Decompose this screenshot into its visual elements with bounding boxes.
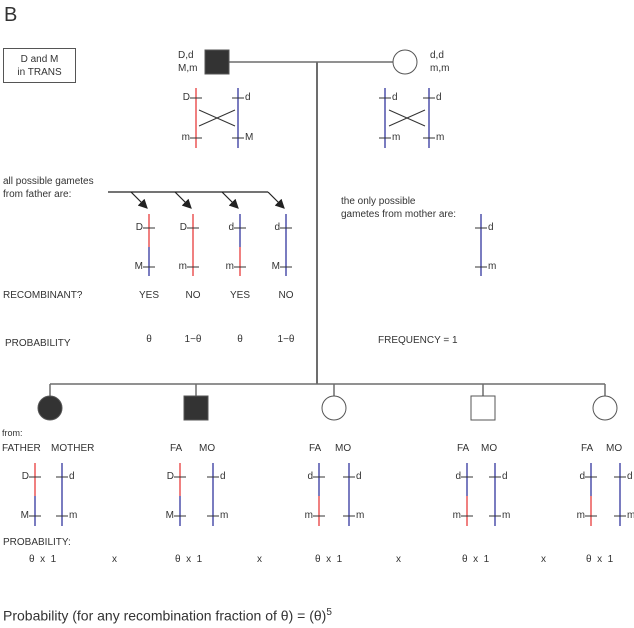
child-1-fa-label: FATHER: [2, 443, 41, 454]
father-chromosome-2-label-top: d: [245, 92, 251, 103]
mother-gametes-caption-2: gametes from mother are:: [341, 209, 457, 220]
child-1-father-chromosome-label-bottom: M: [20, 510, 29, 521]
gamete-probability-1: θ: [146, 334, 152, 345]
gamete-probability-4: 1−θ: [277, 334, 295, 345]
child-4-square-symbol: [470, 395, 496, 421]
child-4-mo-label: MO: [481, 443, 498, 454]
father-gametes-caption-2: from father are:: [3, 189, 72, 200]
child-4-father-chromosome-label-bottom: m: [452, 510, 461, 521]
child-1-mother-chromosome-label-top: d: [69, 471, 75, 482]
gamete-probability-3: θ: [237, 334, 243, 345]
phase-box: D and M in TRANS: [3, 48, 76, 83]
child-2-father-chromosome-label-top: D: [166, 471, 174, 482]
child-5-mo-label: MO: [606, 443, 623, 454]
child-3-probability: θ x 1: [315, 554, 343, 565]
father-gamete-3-label-top: d: [228, 222, 234, 233]
child-2-mother-chromosome-label-top: d: [220, 471, 226, 482]
child-3-mother-chromosome-label-top: d: [356, 471, 362, 482]
child-5-fa-label: FA: [581, 443, 594, 454]
child-4-probability: θ x 1: [462, 554, 490, 565]
father-gamete-2-label-bottom: m: [178, 261, 187, 272]
child-4-father-chromosome-label-top: d: [455, 471, 461, 482]
child-1-mo-label: MOTHER: [51, 443, 95, 454]
father-gamete-1-label-top: D: [135, 222, 143, 233]
father-genotype-line2: M,m: [178, 63, 198, 74]
child-3-father-chromosome-label-top: d: [307, 471, 313, 482]
mother-chromosome-1-label-top: d: [392, 92, 398, 103]
child-3-fa-label: FA: [309, 443, 322, 454]
frequency-label: FREQUENCY = 1: [378, 335, 458, 346]
mother-gametes-caption-1: the only possible: [341, 196, 416, 207]
father-crossover-line-2: [198, 109, 236, 127]
child-3-mother-chromosome-label-bottom: m: [356, 510, 365, 521]
child-1-probability: θ x 1: [29, 554, 57, 565]
gamete-arrow-4: [267, 191, 285, 209]
children-from-label: from:: [2, 428, 23, 438]
gamete-recombinant-2: NO: [185, 290, 201, 301]
gamete-recombinant-3: YES: [229, 290, 250, 301]
child-5-circle-symbol: [592, 395, 618, 421]
phase-box-line2: in TRANS: [17, 67, 62, 78]
child-2-fa-label: FA: [170, 443, 183, 454]
child-1-multiply-sign: x: [112, 554, 117, 565]
final-formula-text: Probability (for any recombination fract…: [3, 607, 327, 624]
mother-genotype-line1: d,d: [430, 50, 444, 61]
gamete-arrow-3: [221, 191, 239, 209]
panel-label: B: [4, 4, 18, 26]
father-gamete-2-label-top: D: [179, 222, 187, 233]
child-5-father-chromosome-label-bottom: m: [576, 510, 585, 521]
children-probability-label: PROBABILITY:: [3, 537, 71, 548]
mother-gamete-label-bottom: m: [488, 261, 497, 272]
child-2-mo-label: MO: [199, 443, 216, 454]
phase-box-line1: D and M: [20, 54, 59, 65]
father-chromosome-2-label-bottom: M: [245, 132, 254, 143]
child-4-mother-chromosome-label-bottom: m: [502, 510, 511, 521]
final-formula-exponent: 5: [326, 607, 332, 618]
child-3-mo-label: MO: [335, 443, 352, 454]
child-5-father-chromosome-label-top: d: [579, 471, 585, 482]
child-5-mother-chromosome-label-bottom: m: [627, 510, 634, 521]
father-gamete-4-label-top: d: [274, 222, 280, 233]
child-1-father-chromosome-label-top: D: [21, 471, 29, 482]
gamete-arrow-2: [174, 191, 192, 209]
father-gamete-1-label-bottom: M: [134, 261, 143, 272]
gamete-recombinant-1: YES: [138, 290, 159, 301]
mother-chromosome-1-label-bottom: m: [392, 132, 401, 143]
father-gamete-4-label-bottom: M: [271, 261, 280, 272]
mother-chromosome-2-label-bottom: m: [436, 132, 445, 143]
father-chromosome-1-label-top: D: [182, 92, 190, 103]
mother-genotype-line2: m,m: [430, 63, 450, 74]
gamete-recombinant-4: NO: [278, 290, 294, 301]
child-2-father-chromosome-label-bottom: M: [165, 510, 174, 521]
gamete-arrow-1: [130, 191, 148, 209]
mother-gamete-label-top: d: [488, 222, 494, 233]
father-chromosome-1-label-bottom: m: [181, 132, 190, 143]
gamete-probability-2: 1−θ: [184, 334, 202, 345]
child-2-mother-chromosome-label-bottom: m: [220, 510, 229, 521]
recombinant-row-label: RECOMBINANT?: [3, 290, 83, 301]
child-1-circle-symbol: [37, 395, 63, 421]
child-2-probability: θ x 1: [175, 554, 203, 565]
mother-crossover-line-2: [388, 109, 426, 127]
child-3-father-chromosome-label-bottom: m: [304, 510, 313, 521]
father-square-symbol: [204, 49, 230, 75]
mother-circle-symbol: [392, 49, 418, 75]
child-5-probability: θ x 1: [586, 554, 614, 565]
father-genotype-line1: D,d: [178, 50, 194, 61]
child-2-multiply-sign: x: [257, 554, 262, 565]
child-4-fa-label: FA: [457, 443, 470, 454]
child-3-circle-symbol: [321, 395, 347, 421]
child-2-square-symbol: [183, 395, 209, 421]
probability-row-label: PROBABILITY: [5, 338, 71, 349]
child-1-mother-chromosome-label-bottom: m: [69, 510, 78, 521]
child-3-multiply-sign: x: [396, 554, 401, 565]
final-formula: Probability (for any recombination fract…: [3, 605, 332, 624]
child-5-mother-chromosome-label-top: d: [627, 471, 633, 482]
father-gamete-3-label-bottom: m: [225, 261, 234, 272]
father-gametes-caption-1: all possible gametes: [3, 176, 94, 187]
mother-chromosome-2-label-top: d: [436, 92, 442, 103]
child-4-mother-chromosome-label-top: d: [502, 471, 508, 482]
child-4-multiply-sign: x: [541, 554, 546, 565]
